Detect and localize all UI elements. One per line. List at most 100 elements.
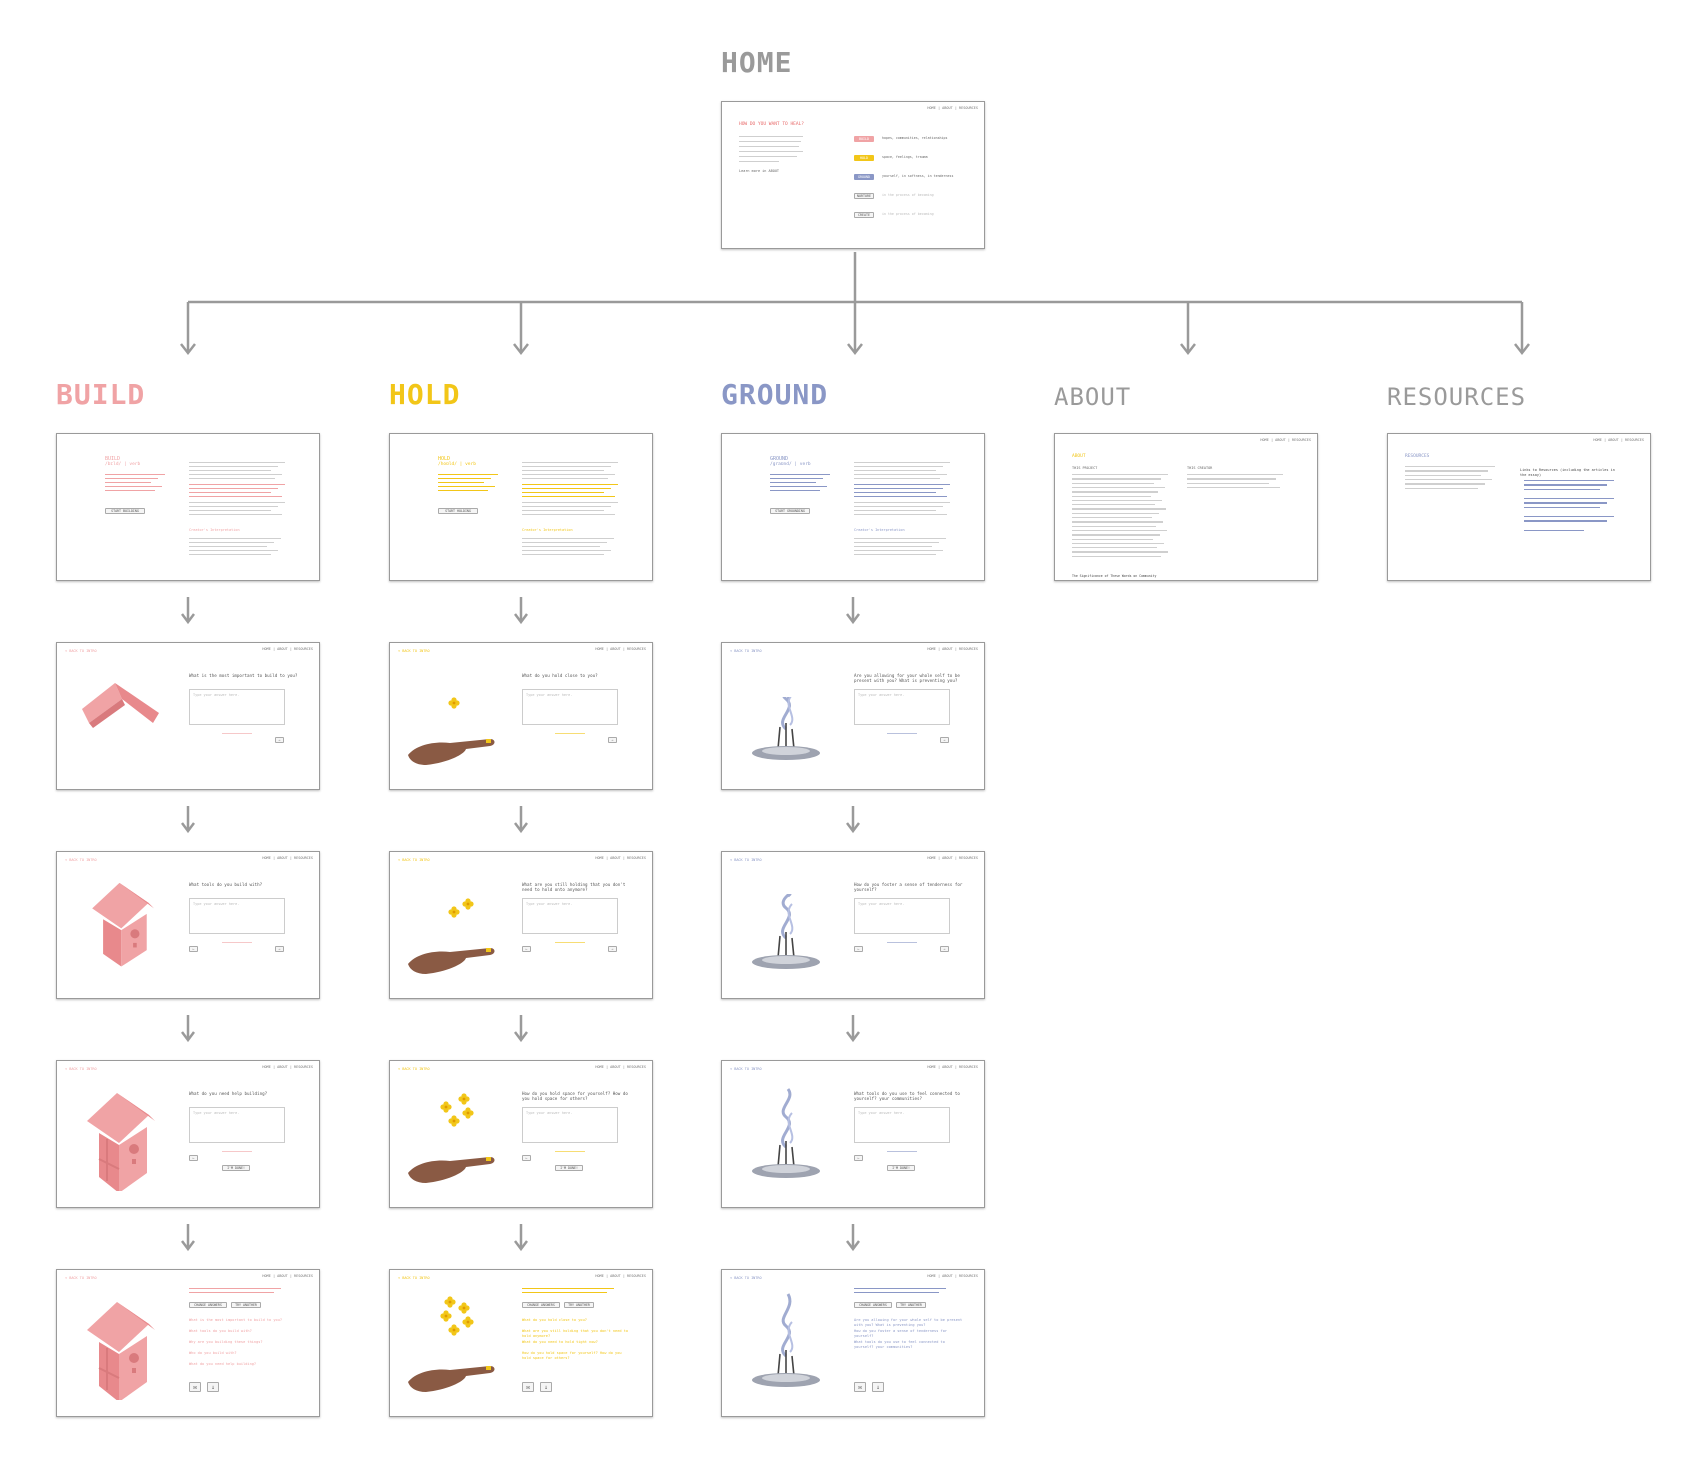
done-button[interactable]: I'M DONE! xyxy=(222,1165,250,1171)
option-build-button[interactable]: BUILD xyxy=(854,136,874,142)
prev-arrow-button[interactable]: ← xyxy=(189,1155,198,1161)
ground-summary-question: How do you foster a sense of tenderness … xyxy=(854,1329,948,1338)
nav-links[interactable]: HOME | ABOUT | RESOURCES xyxy=(1593,438,1644,442)
hold-intro-card[interactable]: HOLD /hoʊld/ | verb START HOLDING Creato… xyxy=(389,433,653,581)
build-intro-card[interactable]: BUILD /bɪld/ | verb START BUILDING Creat… xyxy=(56,433,320,581)
back-to-intro-link[interactable]: < BACK TO INTRO xyxy=(65,858,97,862)
build-start-button[interactable]: START BUILDING xyxy=(105,508,145,514)
home-heading: HOW DO YOU WANT TO HEAL? xyxy=(739,122,805,127)
answer-textarea[interactable]: Type your answer here. xyxy=(854,689,950,725)
option-ground-button[interactable]: GROUND xyxy=(854,174,874,180)
next-arrow-button[interactable]: → xyxy=(940,737,949,743)
about-page-card[interactable]: HOME | ABOUT | RESOURCES ABOUT THIS PROJ… xyxy=(1054,433,1318,581)
home-page-card[interactable]: HOME | ABOUT | RESOURCES HOW DO YOU WANT… xyxy=(721,101,985,249)
back-to-intro-link[interactable]: < BACK TO INTRO xyxy=(398,1067,430,1071)
nav-links[interactable]: HOME | ABOUT | RESOURCES xyxy=(595,1274,646,1278)
change-answers-button[interactable]: CHANGE ANSWERS xyxy=(522,1302,560,1308)
hold-question-card[interactable]: < BACK TO INTRO HOME | ABOUT | RESOURCES… xyxy=(389,1060,653,1208)
prev-arrow-button[interactable]: ← xyxy=(854,1155,863,1161)
nav-links[interactable]: HOME | ABOUT | RESOURCES xyxy=(262,647,313,651)
answer-textarea[interactable]: Type your answer here. xyxy=(522,689,618,725)
nav-links[interactable]: HOME | ABOUT | RESOURCES xyxy=(927,856,978,860)
birdhouse-illustration xyxy=(92,882,154,967)
build-summary-card[interactable]: < BACK TO INTRO HOME | ABOUT | RESOURCES… xyxy=(56,1269,320,1417)
next-arrow-button[interactable]: → xyxy=(608,737,617,743)
nav-links[interactable]: HOME | ABOUT | RESOURCES xyxy=(927,1065,978,1069)
nav-links[interactable]: HOME | ABOUT | RESOURCES xyxy=(262,856,313,860)
back-to-intro-link[interactable]: < BACK TO INTRO xyxy=(65,1067,97,1071)
nav-links[interactable]: HOME | ABOUT | RESOURCES xyxy=(262,1274,313,1278)
answer-textarea[interactable]: Type your answer here. xyxy=(522,898,618,934)
ground-intro-card[interactable]: GROUND /graʊnd/ | verb START GROUNDING C… xyxy=(721,433,985,581)
nav-links[interactable]: HOME | ABOUT | RESOURCES xyxy=(927,1274,978,1278)
option-nurture-button[interactable]: NURTURE xyxy=(854,193,874,199)
download-icon[interactable]: ↓ xyxy=(540,1382,552,1392)
back-to-intro-link[interactable]: < BACK TO INTRO xyxy=(398,649,430,653)
next-arrow-button[interactable]: → xyxy=(275,737,284,743)
about-heading: ABOUT xyxy=(1072,454,1086,459)
ground-question-card[interactable]: < BACK TO INTRO HOME | ABOUT | RESOURCES… xyxy=(721,642,985,790)
answer-textarea[interactable]: Type your answer here. xyxy=(854,1107,950,1143)
resources-page-card[interactable]: HOME | ABOUT | RESOURCES RESOURCES Links… xyxy=(1387,433,1651,581)
back-to-intro-link[interactable]: < BACK TO INTRO xyxy=(398,858,430,862)
done-button[interactable]: I'M DONE! xyxy=(555,1165,583,1171)
nav-links[interactable]: HOME | ABOUT | RESOURCES xyxy=(595,856,646,860)
prev-arrow-button[interactable]: ← xyxy=(522,1155,531,1161)
prev-arrow-button[interactable]: ← xyxy=(189,946,198,952)
answer-textarea[interactable]: Type your answer here. xyxy=(189,1107,285,1143)
download-icon[interactable]: ↓ xyxy=(872,1382,884,1392)
nav-links[interactable]: HOME | ABOUT | RESOURCES xyxy=(262,1065,313,1069)
hold-summary-card[interactable]: < BACK TO INTRO HOME | ABOUT | RESOURCES xyxy=(389,1269,653,1417)
next-arrow-button[interactable]: → xyxy=(275,946,284,952)
build-question-card[interactable]: < BACK TO INTRO HOME | ABOUT | RESOURCES… xyxy=(56,1060,320,1208)
option-create-button[interactable]: CREATE xyxy=(854,212,874,218)
back-to-intro-link[interactable]: < BACK TO INTRO xyxy=(730,649,762,653)
option-description: in the process of becoming xyxy=(882,212,934,216)
nav-links[interactable]: HOME | ABOUT | RESOURCES xyxy=(595,1065,646,1069)
answer-textarea[interactable]: Type your answer here. xyxy=(189,689,285,725)
ground-summary-card[interactable]: < BACK TO INTRO HOME | ABOUT | RESOURCES… xyxy=(721,1269,985,1417)
back-to-intro-link[interactable]: < BACK TO INTRO xyxy=(730,1276,762,1280)
hold-question-card[interactable]: < BACK TO INTRO HOME | ABOUT | RESOURCES… xyxy=(389,642,653,790)
change-answers-button[interactable]: CHANGE ANSWERS xyxy=(854,1302,892,1308)
answer-textarea[interactable]: Type your answer here. xyxy=(854,898,950,934)
hold-question-card[interactable]: < BACK TO INTRO HOME | ABOUT | RESOURCES… xyxy=(389,851,653,999)
done-button[interactable]: I'M DONE! xyxy=(887,1165,915,1171)
back-to-intro-link[interactable]: < BACK TO INTRO xyxy=(730,1067,762,1071)
change-answers-button[interactable]: CHANGE ANSWERS xyxy=(189,1302,227,1308)
next-arrow-button[interactable]: → xyxy=(608,946,617,952)
answer-textarea[interactable]: Type your answer here. xyxy=(189,898,285,934)
nav-links[interactable]: HOME | ABOUT | RESOURCES xyxy=(927,647,978,651)
build-question-card[interactable]: < BACK TO INTRO HOME | ABOUT | RESOURCES… xyxy=(56,642,320,790)
prev-arrow-button[interactable]: ← xyxy=(522,946,531,952)
next-arrow-button[interactable]: → xyxy=(940,946,949,952)
back-to-intro-link[interactable]: < BACK TO INTRO xyxy=(65,649,97,653)
resources-links-heading: Links to Resources (including the articl… xyxy=(1520,468,1615,477)
back-to-intro-link[interactable]: < BACK TO INTRO xyxy=(65,1276,97,1280)
try-another-button[interactable]: TRY ANOTHER xyxy=(231,1302,261,1308)
back-to-intro-link[interactable]: < BACK TO INTRO xyxy=(398,1276,430,1280)
ground-question-card[interactable]: < BACK TO INTRO HOME | ABOUT | RESOURCES… xyxy=(721,851,985,999)
email-icon[interactable]: ✉ xyxy=(522,1382,534,1392)
email-icon[interactable]: ✉ xyxy=(189,1382,201,1392)
answer-textarea[interactable]: Type your answer here. xyxy=(522,1107,618,1143)
about-title: ABOUT xyxy=(1054,383,1132,411)
download-icon[interactable]: ↓ xyxy=(207,1382,219,1392)
learn-more-link[interactable]: Learn more in ABOUT xyxy=(739,169,780,173)
ground-start-button[interactable]: START GROUNDING xyxy=(770,508,810,514)
build-question-card[interactable]: < BACK TO INTRO HOME | ABOUT | RESOURCES… xyxy=(56,851,320,999)
hold-start-button[interactable]: START HOLDING xyxy=(438,508,478,514)
ground-question-card[interactable]: < BACK TO INTRO HOME | ABOUT | RESOURCES… xyxy=(721,1060,985,1208)
back-to-intro-link[interactable]: < BACK TO INTRO xyxy=(730,858,762,862)
try-another-button[interactable]: TRY ANOTHER xyxy=(896,1302,926,1308)
prev-arrow-button[interactable]: ← xyxy=(854,946,863,952)
nav-links[interactable]: HOME | ABOUT | RESOURCES xyxy=(927,106,978,110)
try-another-button[interactable]: TRY ANOTHER xyxy=(564,1302,594,1308)
nav-links[interactable]: HOME | ABOUT | RESOURCES xyxy=(1260,438,1311,442)
option-hold-button[interactable]: HOLD xyxy=(854,155,874,161)
incense-illustration xyxy=(752,697,820,760)
nav-links[interactable]: HOME | ABOUT | RESOURCES xyxy=(595,647,646,651)
hand-flowers-illustration xyxy=(408,898,495,974)
email-icon[interactable]: ✉ xyxy=(854,1382,866,1392)
